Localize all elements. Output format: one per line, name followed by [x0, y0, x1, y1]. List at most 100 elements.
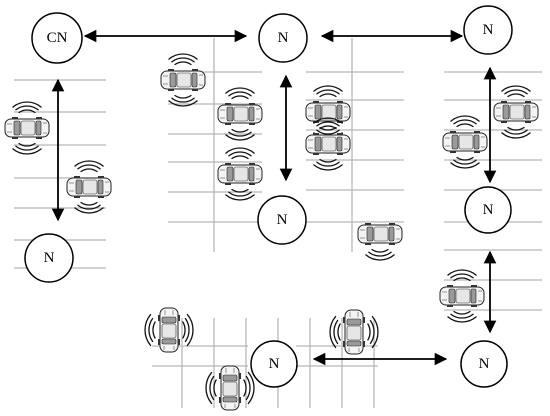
signal-wave: [80, 201, 98, 206]
car-roof: [455, 288, 471, 304]
car-roof: [161, 323, 177, 339]
node-n2: N: [463, 5, 513, 55]
car-roof: [509, 104, 525, 120]
signal-wave: [365, 254, 395, 261]
car-rear-window: [473, 134, 480, 150]
node-n3: N: [24, 233, 74, 283]
signal-wave: [507, 93, 525, 98]
car-wheel: [362, 317, 365, 323]
node-label: CN: [47, 30, 68, 46]
signal-wave: [313, 85, 343, 92]
car-wheel: [471, 304, 477, 307]
node-circle: [464, 186, 512, 234]
car-wheel: [158, 315, 161, 321]
node-circle: [31, 12, 83, 64]
signal-wave: [316, 89, 340, 95]
signal-wave: [15, 145, 39, 151]
car-wheel: [192, 69, 198, 72]
car-wheel: [12, 136, 18, 139]
car-wheel: [389, 242, 395, 245]
car-wheel: [313, 152, 319, 155]
vehicles: [4, 53, 539, 411]
signal-wave: [507, 126, 525, 131]
node-label: N: [278, 30, 289, 46]
car-wheel: [74, 195, 80, 198]
car-wheel: [450, 150, 456, 153]
car-wheel: [177, 339, 180, 345]
signal-wave: [12, 148, 42, 155]
signal-wave: [450, 162, 480, 169]
signal-wave: [316, 121, 340, 127]
car-windshield: [366, 226, 374, 242]
car-roof: [20, 120, 36, 136]
node-circle: [257, 195, 307, 245]
car-roof: [233, 166, 249, 182]
signal-wave: [447, 316, 477, 323]
signal-wave: [174, 61, 192, 66]
signal-wave: [225, 87, 255, 94]
car-k: [439, 269, 485, 323]
car-rotated: [219, 365, 241, 411]
signal-wave: [12, 101, 42, 108]
signal-wave: [168, 53, 198, 60]
signal-wave: [228, 151, 252, 157]
signal-wave: [15, 105, 39, 111]
signal-wave: [209, 375, 215, 401]
car-wheel: [337, 152, 343, 155]
car-wheel: [337, 101, 343, 104]
car-windshield: [314, 136, 322, 152]
car-rear-window: [336, 104, 343, 120]
node-label: N: [483, 202, 494, 218]
car-wheel: [525, 120, 531, 123]
signal-wave: [456, 156, 474, 161]
car-roof: [222, 381, 238, 397]
car-windshield: [13, 120, 21, 136]
car-wheel: [74, 176, 80, 179]
signal-wave: [501, 132, 531, 139]
car-wheel: [238, 373, 241, 379]
car-g: [305, 117, 351, 171]
car-c: [160, 53, 206, 107]
node-n4: N: [257, 195, 307, 245]
signal-wave: [18, 142, 36, 147]
signal-wave: [371, 315, 379, 349]
car-wheel: [313, 133, 319, 136]
signal-wave: [213, 379, 217, 397]
node-label: N: [479, 356, 490, 372]
car-windshield: [314, 104, 322, 120]
car-roof: [176, 72, 192, 88]
signal-wave: [225, 194, 255, 201]
signal-wave: [77, 164, 101, 170]
node-circle: [463, 5, 513, 55]
signal-wave: [316, 161, 340, 167]
car-roof: [82, 179, 98, 195]
signal-wave: [247, 371, 255, 405]
signal-wave: [243, 379, 247, 397]
signal-wave: [231, 188, 249, 193]
car-rotated: [343, 309, 365, 355]
car-rear-window: [388, 226, 395, 242]
car-h: [357, 223, 403, 261]
node-label: N: [483, 22, 494, 38]
signal-wave: [245, 375, 251, 401]
signal-wave: [504, 129, 528, 135]
node-cn: CN: [31, 12, 83, 64]
car-wheel: [192, 88, 198, 91]
car-wheel: [447, 304, 453, 307]
car-m: [205, 365, 255, 411]
car-n: [329, 309, 379, 355]
car-wheel: [501, 101, 507, 104]
car-b: [66, 160, 112, 214]
signal-wave: [174, 94, 192, 99]
signal-wave: [168, 100, 198, 107]
signal-wave: [231, 95, 249, 100]
car-wheel: [249, 103, 255, 106]
signal-wave: [319, 158, 337, 163]
signal-wave: [453, 277, 471, 282]
car-roof: [321, 136, 337, 152]
signal-wave: [369, 319, 375, 345]
signal-wave: [18, 109, 36, 114]
signal-wave: [77, 204, 101, 210]
car-wheel: [389, 223, 395, 226]
car-roof: [373, 226, 389, 242]
